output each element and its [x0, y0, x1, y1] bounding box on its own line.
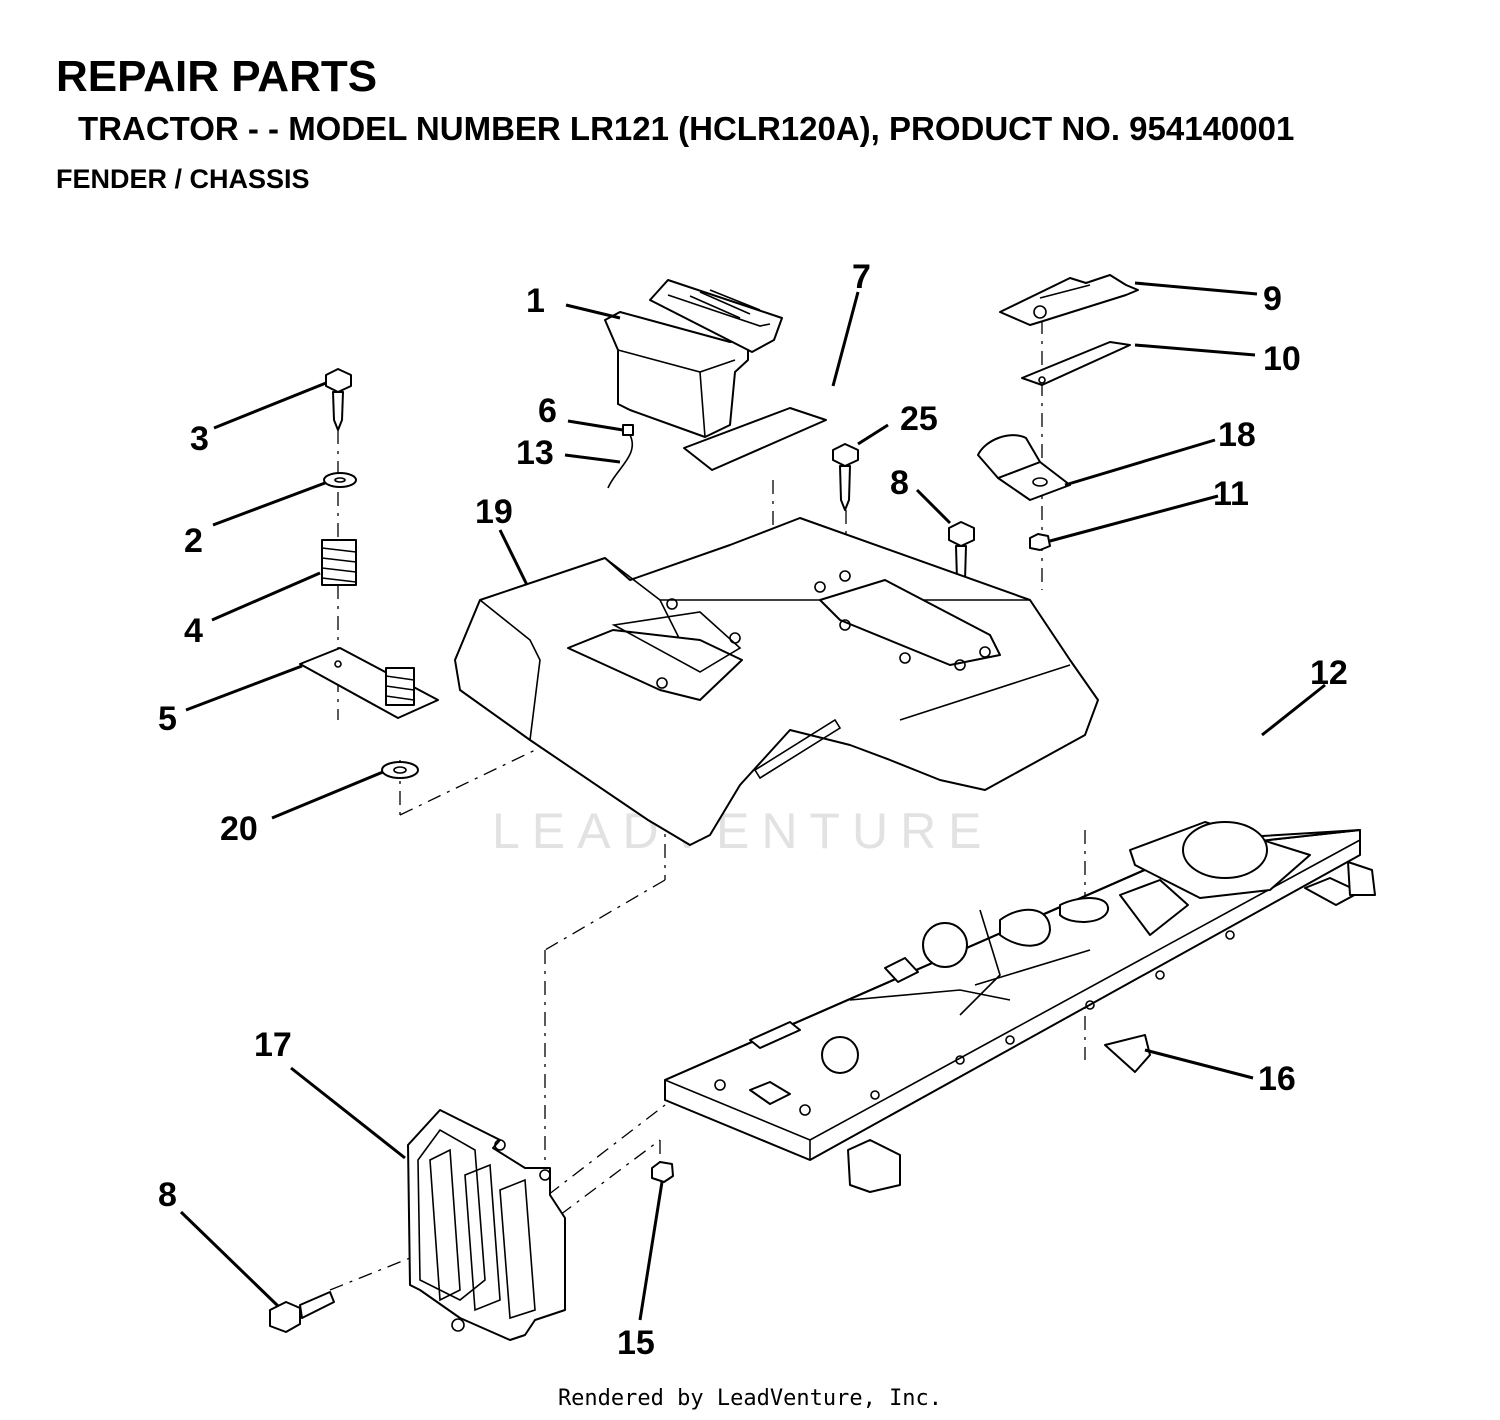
callout-10: 10: [1263, 340, 1301, 378]
callout-9: 9: [1263, 280, 1282, 318]
part-fitting-and-tube: [607, 424, 634, 489]
part-bolts: [325, 368, 975, 591]
callout-4: 4: [184, 612, 203, 650]
callout-7: 7: [852, 258, 871, 296]
leader-lines: [179, 281, 1326, 1321]
callout-17: 17: [254, 1026, 292, 1064]
part-fender: [454, 517, 1099, 846]
part-chassis-frame: [664, 821, 1376, 1193]
callout-25: 25: [900, 400, 938, 438]
callout-5: 5: [158, 700, 177, 738]
part-mounting-plate: [407, 1109, 566, 1341]
callout-20: 20: [220, 810, 258, 848]
callout-8-lower: 8: [158, 1176, 177, 1214]
part-bracket-stack: [977, 274, 1139, 551]
part-clip: [1104, 1034, 1151, 1073]
callout-6: 6: [538, 392, 557, 430]
part-spring-assembly: [299, 472, 439, 779]
callout-13: 13: [516, 434, 554, 472]
callout-8: 8: [890, 464, 909, 502]
callout-12: 12: [1310, 654, 1348, 692]
callout-2: 2: [184, 522, 203, 560]
part-decal: [683, 407, 827, 471]
callout-11: 11: [1213, 475, 1249, 513]
callout-16: 16: [1258, 1060, 1296, 1098]
part-nut-and-bolt: [269, 1161, 674, 1333]
callout-labels: 1 7 9 10 3 6 25 18 13 8 11 2 19 4 12 5 2…: [158, 258, 1348, 1362]
page-title: REPAIR PARTS: [56, 52, 378, 101]
footer-credit: Rendered by LeadVenture, Inc.: [557, 1386, 943, 1411]
callout-15: 15: [617, 1324, 655, 1362]
model-subtitle: TRACTOR - - MODEL NUMBER LR121 (HCLR120A…: [78, 110, 1295, 147]
callout-3: 3: [190, 420, 209, 458]
callout-19: 19: [475, 493, 513, 531]
section-title: FENDER / CHASSIS: [56, 164, 310, 194]
watermark-text: LEADVENTURE: [492, 803, 994, 859]
part-battery-box: [604, 279, 783, 438]
callout-1: 1: [526, 282, 545, 320]
callout-18: 18: [1218, 416, 1256, 454]
